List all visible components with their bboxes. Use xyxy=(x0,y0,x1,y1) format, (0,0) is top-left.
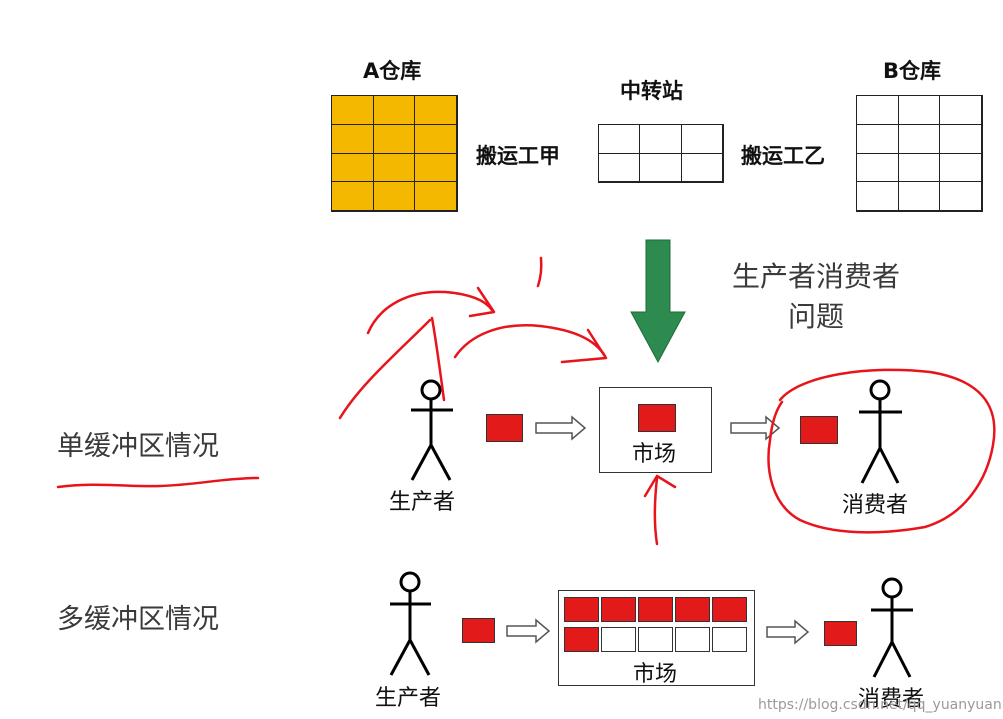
warehouse-b-cell xyxy=(857,96,899,125)
transfer-station-cell xyxy=(640,125,682,154)
buffer-slot-filled xyxy=(601,597,636,622)
problem-note: 生产者消费者 问题 xyxy=(706,257,926,337)
multi-consumer-figure-icon xyxy=(871,577,913,678)
warehouse-b-cell xyxy=(898,124,941,154)
title-underline xyxy=(56,476,260,489)
warehouse-a-cell xyxy=(415,96,457,125)
multi-arrow-to-consumer-icon xyxy=(766,619,810,645)
buffer-slot-filled xyxy=(675,597,710,622)
transfer-station-cell xyxy=(681,153,723,182)
multi-arrow-to-market-icon xyxy=(506,618,551,644)
warehouse-a-cell xyxy=(373,96,416,125)
buffer-slot-empty xyxy=(675,627,710,652)
warehouse-b-cell xyxy=(940,153,982,183)
warehouse-a-cell xyxy=(373,124,416,154)
buffer-slot-filled xyxy=(638,597,673,622)
problem-note-line1: 生产者消费者 xyxy=(731,260,900,293)
problem-note-line2: 问题 xyxy=(787,300,844,333)
warehouse-a-label: A仓库 xyxy=(363,59,422,83)
warehouse-a-cell xyxy=(415,153,457,183)
scribble-arrowhead-1 xyxy=(468,286,496,318)
warehouse-a-cell xyxy=(332,182,374,211)
warehouse-a-cell xyxy=(415,124,457,154)
buffer-slot-filled xyxy=(712,597,747,622)
scribble-curve-1 xyxy=(366,290,494,335)
warehouse-a-cell xyxy=(373,153,416,183)
produced-item xyxy=(486,414,523,442)
consumer-figure-icon xyxy=(859,379,902,484)
single-market-label: 市场 xyxy=(632,442,677,467)
transfer-station-cell xyxy=(599,153,641,182)
warehouse-b-cell xyxy=(857,153,899,183)
buffer-slot-empty xyxy=(601,627,636,652)
buffer-slot-filled xyxy=(564,627,599,652)
multi-buffer-title: 多缓冲区情况 xyxy=(57,604,219,635)
warehouse-b-cell xyxy=(898,96,941,125)
multi-market-label: 市场 xyxy=(633,662,678,687)
watermark: https://blog.csdn.net/qq_yuanyuan xyxy=(758,697,1002,713)
multi-produced-item xyxy=(462,618,495,643)
market-item xyxy=(638,404,676,432)
warehouse-b-cell xyxy=(857,124,899,154)
warehouse-a-grid xyxy=(331,95,458,212)
warehouse-b-cell xyxy=(857,182,899,211)
warehouse-b-cell xyxy=(898,182,941,211)
warehouse-a-cell xyxy=(332,153,374,183)
porter-b-label: 搬运工乙 xyxy=(741,144,825,168)
transfer-station-cell xyxy=(640,153,682,182)
scribble-curve-4 xyxy=(453,324,607,359)
market-pointer-head xyxy=(643,474,677,498)
arrow-to-market-icon xyxy=(535,415,587,441)
warehouse-b-cell xyxy=(940,124,982,154)
single-buffer-title: 单缓冲区情况 xyxy=(57,431,219,462)
buffer-slots xyxy=(564,597,750,652)
buffer-row-1 xyxy=(564,597,750,622)
warehouse-b-cell xyxy=(898,153,941,183)
warehouse-b-cell xyxy=(940,182,982,211)
multi-consumer-label: 消费者 xyxy=(858,687,925,712)
multi-producer-figure-icon xyxy=(389,571,431,676)
multi-consumed-item xyxy=(824,621,857,646)
warehouse-a-cell xyxy=(415,182,457,211)
buffer-slot-empty xyxy=(712,627,747,652)
scribble-tick xyxy=(536,256,543,288)
single-producer-label: 生产者 xyxy=(389,490,456,515)
scribble-curve-3 xyxy=(430,316,446,402)
warehouse-a-cell xyxy=(332,96,374,125)
warehouse-b-grid xyxy=(856,95,983,212)
warehouse-b-cell xyxy=(940,96,982,125)
producer-figure-icon xyxy=(410,379,453,481)
buffer-slot-empty xyxy=(638,627,673,652)
scribble-arrowhead-2 xyxy=(560,328,608,364)
buffer-slot-filled xyxy=(564,597,599,622)
porter-a-label: 搬运工甲 xyxy=(476,144,560,168)
transfer-station-cell xyxy=(599,125,641,154)
transfer-station-grid xyxy=(598,124,724,183)
multi-producer-label: 生产者 xyxy=(375,686,442,711)
buffer-row-2 xyxy=(564,627,750,652)
single-consumer-label: 消费者 xyxy=(842,493,909,518)
consumed-item xyxy=(800,416,838,444)
warehouse-b-label: B仓库 xyxy=(883,59,942,83)
arrow-to-consumer-icon xyxy=(730,415,781,441)
warehouse-a-cell xyxy=(332,124,374,154)
transfer-station-label: 中转站 xyxy=(620,79,683,103)
warehouse-a-cell xyxy=(373,182,416,211)
market-pointer-stem xyxy=(653,476,659,546)
scribble-curve-2 xyxy=(338,318,432,420)
down-arrow-icon xyxy=(630,239,686,364)
transfer-station-cell xyxy=(681,125,723,154)
